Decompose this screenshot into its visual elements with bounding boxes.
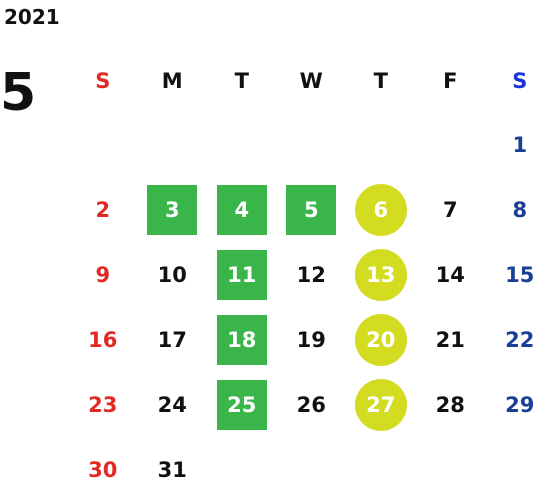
day-number-yellow-highlight: 13 (354, 248, 407, 301)
day-cell: 14 (416, 242, 486, 307)
day-cell: 10 (138, 242, 208, 307)
day-number: 30 (88, 457, 118, 482)
day-cell: 24 (138, 372, 208, 437)
weekday-header-sun: S (95, 69, 111, 93)
day-cell: 15 (485, 242, 548, 307)
day-number: 29 (505, 392, 535, 417)
day-number: 1 (512, 132, 528, 157)
day-number: 24 (157, 392, 187, 417)
day-cell: 9 (68, 242, 138, 307)
day-number: 16 (88, 327, 118, 352)
day-number: 12 (296, 262, 326, 287)
day-cell: 16 (68, 307, 138, 372)
day-number-yellow-highlight: 20 (354, 313, 407, 366)
day-cell (68, 112, 138, 177)
day-cell: 21 (416, 307, 486, 372)
day-number: 31 (157, 457, 187, 482)
day-number-green-highlight: 11 (216, 249, 267, 300)
day-cell: 31 (138, 437, 208, 502)
day-cell: 18 (207, 307, 277, 372)
day-number: 15 (505, 262, 535, 287)
day-number-green-highlight: 4 (216, 184, 267, 235)
day-cell: 12 (277, 242, 347, 307)
calendar-grid: S M T W T F S 1 2 3 4 5 6 7 8 9 10 11 12… (68, 50, 548, 502)
day-cell: 8 (485, 177, 548, 242)
day-cell: 1 (485, 112, 548, 177)
day-cell (416, 437, 486, 502)
weekday-header-wed: W (299, 69, 323, 93)
day-number: 10 (157, 262, 187, 287)
day-cell: 17 (138, 307, 208, 372)
day-number: 7 (442, 197, 458, 222)
day-number: 28 (435, 392, 465, 417)
day-cell: 13 (346, 242, 416, 307)
day-cell (277, 437, 347, 502)
day-number: 23 (88, 392, 118, 417)
day-cell (207, 112, 277, 177)
year-label: 2021 (4, 5, 60, 29)
day-cell (207, 437, 277, 502)
weekday-header-sat: S (512, 69, 528, 93)
day-cell: 27 (346, 372, 416, 437)
day-cell: 6 (346, 177, 416, 242)
day-number-green-highlight: 25 (216, 379, 267, 430)
month-number: 5 (0, 63, 37, 123)
day-cell: 19 (277, 307, 347, 372)
day-number: 9 (95, 262, 111, 287)
weekday-header-mon: M (161, 69, 183, 93)
day-number-green-highlight: 18 (216, 314, 267, 365)
day-cell: 3 (138, 177, 208, 242)
day-cell: 5 (277, 177, 347, 242)
day-cell (346, 112, 416, 177)
day-cell: 29 (485, 372, 548, 437)
day-cell (485, 437, 548, 502)
day-number: 14 (435, 262, 465, 287)
day-cell: 28 (416, 372, 486, 437)
day-number-green-highlight: 3 (147, 184, 198, 235)
day-cell: 23 (68, 372, 138, 437)
day-cell: 4 (207, 177, 277, 242)
day-number-green-highlight: 5 (286, 184, 337, 235)
day-number-yellow-highlight: 6 (354, 183, 407, 236)
weekday-header-fri: F (443, 69, 458, 93)
day-cell (416, 112, 486, 177)
day-cell: 30 (68, 437, 138, 502)
day-number: 8 (512, 197, 528, 222)
day-cell (138, 112, 208, 177)
day-number: 26 (296, 392, 326, 417)
day-number-yellow-highlight: 27 (354, 378, 407, 431)
day-number: 17 (157, 327, 187, 352)
day-cell: 26 (277, 372, 347, 437)
day-cell (277, 112, 347, 177)
day-number: 21 (435, 327, 465, 352)
day-number: 22 (505, 327, 535, 352)
weekday-header-tue: T (234, 69, 249, 93)
day-number: 19 (296, 327, 326, 352)
day-cell: 25 (207, 372, 277, 437)
day-cell: 7 (416, 177, 486, 242)
day-cell: 22 (485, 307, 548, 372)
day-cell: 2 (68, 177, 138, 242)
day-cell: 11 (207, 242, 277, 307)
day-cell (346, 437, 416, 502)
weekday-header-thu: T (373, 69, 388, 93)
day-cell: 20 (346, 307, 416, 372)
day-number: 2 (95, 197, 111, 222)
